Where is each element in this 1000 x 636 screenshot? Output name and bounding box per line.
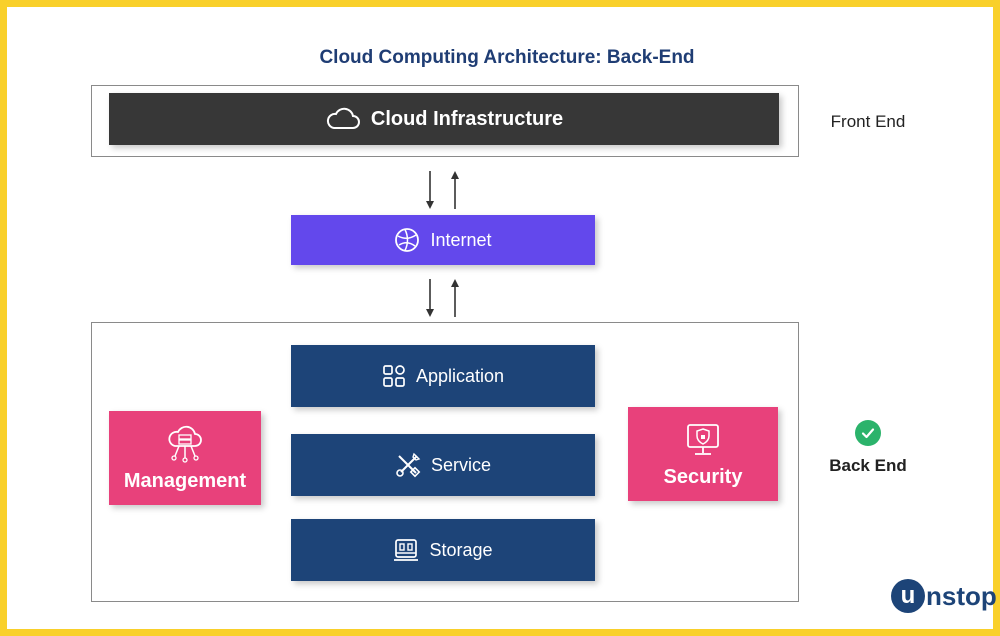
cloud-icon [326,107,360,129]
back-end-label: Back End [829,456,907,475]
internet-block: Internet [291,215,595,265]
cloud-server-icon [168,425,202,463]
check-circle-icon [855,420,881,446]
management-block: Management [109,411,261,505]
management-label: Management [123,469,247,492]
logo-letter-badge: u [891,579,925,613]
service-block: Service [291,434,595,496]
front-end-label: Front End [830,112,906,131]
arrows-front-to-internet [426,171,459,209]
storage-label: Storage [429,539,493,560]
monitor-shield-icon [687,423,719,455]
application-label: Application [415,365,505,386]
service-label: Service [430,454,492,475]
application-block: Application [291,345,595,407]
tools-icon [396,452,421,478]
security-label: Security [663,465,743,488]
logo-text: nstop [926,580,997,611]
security-block: Security [628,407,778,501]
cloud-infrastructure-block: Cloud Infrastructure [109,93,779,145]
cloud-infrastructure-label: Cloud Infrastructure [370,107,564,130]
internet-label: Internet [430,229,492,250]
diagram-title: Cloud Computing Architecture: Back-End [319,47,695,68]
storage-block: Storage [291,519,595,581]
apps-grid-icon [383,365,405,387]
storage-icon [394,539,419,561]
globe-icon [395,228,420,252]
unstop-logo: u nstop [891,579,997,613]
arrows-internet-to-back-end [426,279,459,317]
